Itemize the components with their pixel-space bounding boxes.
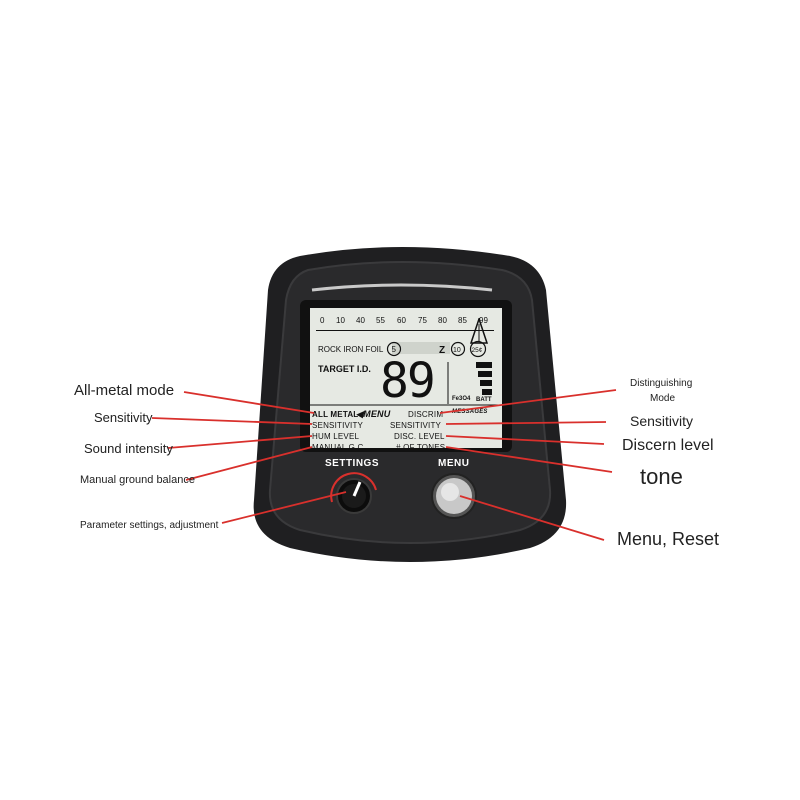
menu-discrim: DISCRIM [408,410,444,419]
menu-messages: MESSAGES [452,409,488,415]
signal-triangle-icon [470,318,488,344]
scale-line [316,330,494,331]
callout-tone: tone [640,464,683,489]
callout-parameter-settings: Parameter settings, adjustment [80,520,219,531]
menu-num-tones: # OF TONES [396,443,446,452]
menu-label: MENU [438,458,470,469]
discrimination-segments-icon: 5 10 25¢ Z [386,340,487,358]
menu-marker: ◀MENU [356,409,391,419]
menu-sensitivity-right: SENSITIVITY [390,421,442,430]
scale-tick: 85 [458,316,467,325]
menu-disc-level: DISC. LEVEL [394,432,445,441]
depth-bar [476,362,492,368]
callout-distinguishing-1: Distinguishing [630,378,693,389]
scale-tick: 60 [397,316,406,325]
callout-menu-reset: Menu, Reset [617,529,720,549]
target-id-value: 89 [380,353,436,409]
target-id-label: TARGET I.D. [318,364,371,374]
scale-tick: 80 [438,316,447,325]
callout-discern-level: Discern level [622,437,714,454]
callout-sensitivity-left: Sensitivity [94,410,153,425]
scale-tick: 40 [356,316,365,325]
fe3o4-label: Fe3O4 [452,396,471,402]
scale-tick: 99 [479,316,488,325]
callout-all-metal-mode: All-metal mode [74,382,175,399]
callout-manual-ground-balance: Manual ground balance [80,474,195,486]
depth-bar [478,371,492,377]
menu-button[interactable] [430,472,478,520]
menu-all-metal: ALL METAL [312,410,359,419]
scale-tick: 55 [376,316,385,325]
svg-text:Z: Z [439,345,445,356]
callout-distinguishing-2: Mode [650,393,676,404]
menu-sensitivity-left: SENSITIVITY [312,421,364,430]
scale-tick: 10 [336,316,345,325]
svg-text:5: 5 [392,345,397,354]
svg-text:25¢: 25¢ [472,347,483,354]
depth-bar [480,380,492,386]
scale-tick: 0 [320,316,325,325]
settings-knob[interactable] [326,470,382,520]
batt-label: BATT [476,397,492,403]
svg-text:10: 10 [453,347,461,354]
rock-iron-foil-label: ROCK IRON FOIL [318,345,384,354]
menu-hum-level: HUM LEVEL [312,432,360,441]
menu-manual-gc: MANUAL G.C. [312,443,366,452]
depth-bar [482,389,492,395]
settings-label: SETTINGS [325,458,380,469]
callout-sensitivity-right: Sensitivity [630,413,694,429]
scale-tick: 75 [418,316,427,325]
callout-sound-intensity: Sound intensity [84,441,173,456]
